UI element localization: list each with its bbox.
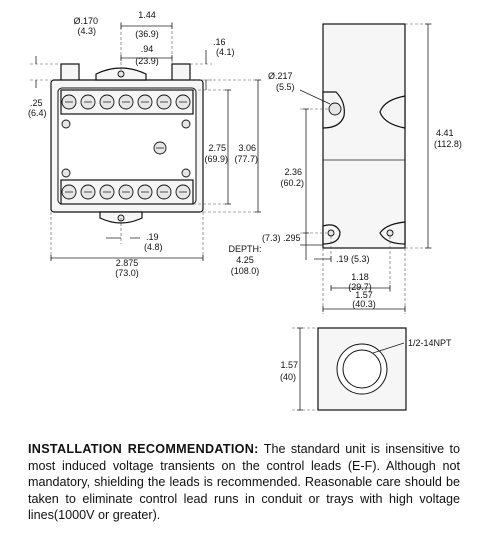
conduit-thread-label: 1/2-14NPT (408, 338, 452, 348)
panel-screw-icon (61, 168, 71, 178)
front-left-gap-dim: .25 (30, 98, 43, 108)
side-bottom-left-hole (327, 229, 335, 237)
front-inner-height-dim-mm: (69.9) (204, 154, 228, 164)
side-bottom-dim: (7.3) .295 (262, 233, 301, 243)
panel-screw-icon (181, 119, 191, 129)
side-right-boss (379, 95, 406, 129)
side-hole-dim: Ø.217 (268, 71, 293, 81)
conduit-inner-circle (342, 349, 382, 389)
end-view (292, 327, 407, 411)
depth-value: 4.25 (236, 255, 254, 265)
side-mid-height-dim: 2.36 (284, 167, 302, 177)
front-width-top-dim-mm: (36.9) (135, 29, 159, 39)
end-height-dim: 1.57 (280, 360, 298, 370)
side-hole-spacing-dim-mm: (29.7) (348, 282, 372, 292)
installation-body: The standard unit is insensitive to most… (28, 442, 460, 523)
side-width-dim: 1.57 (355, 290, 373, 300)
installation-heading: INSTALLATION RECOMMENDATION: (28, 442, 259, 456)
terminal-screws-bottom (61, 184, 191, 200)
front-hole-dim: Ø.170 (73, 16, 98, 26)
front-spacing-dim: .94 (141, 44, 154, 54)
side-mid-height-dim-mm: (60.2) (280, 178, 304, 188)
front-bottom-offset-dim-mm: (4.8) (144, 242, 163, 252)
front-hole-dim-mm: (4.3) (77, 26, 96, 36)
front-bottom-offset-dim: .19 (146, 232, 159, 242)
side-bottom-right-hole (386, 229, 394, 237)
front-overall-width-dim-mm: (73.0) (115, 268, 139, 278)
side-view (299, 23, 432, 314)
side-body-outline (322, 23, 406, 249)
depth-value-mm: (108.0) (231, 266, 260, 276)
front-inner-height-dim: 2.75 (208, 143, 226, 153)
front-top-offset-dim-mm: (4.1) (216, 47, 235, 57)
dimension-drawing: Ø.170 (4.3) 1.44 (36.9) .94 (23.9) .16 (… (28, 10, 462, 411)
installation-recommendation: INSTALLATION RECOMMENDATION: The standar… (28, 441, 460, 524)
side-edge-dim: .19 (5.3) (336, 254, 370, 264)
front-top-mount-hole (117, 70, 125, 78)
front-left-gap-dim-mm: (6.4) (28, 108, 47, 118)
front-top-offset-dim: .16 (213, 37, 226, 47)
depth-label: DEPTH: (228, 244, 261, 254)
end-height-dim-mm: (40) (280, 372, 296, 382)
side-total-height-dim-mm: (112.8) (434, 139, 462, 149)
front-spacing-dim-mm: (23.9) (135, 56, 159, 66)
side-total-height-dim: 4.41 (436, 128, 454, 138)
panel-screw-icon (181, 168, 191, 178)
terminal-screws-top (61, 94, 191, 110)
side-hole-dim-mm: (5.5) (276, 82, 295, 92)
front-outer-height-dim-mm: (77.7) (234, 154, 258, 164)
front-outer-height-dim: 3.06 (238, 143, 256, 153)
side-top-hole (328, 102, 342, 116)
side-width-dim-mm: (40.3) (352, 299, 376, 309)
side-hole-spacing-dim: 1.18 (351, 272, 369, 282)
front-overall-width-dim: 2.875 (116, 258, 139, 268)
panel-screw-icon (61, 119, 71, 129)
front-view (30, 22, 262, 262)
front-width-top-dim: 1.44 (138, 10, 156, 20)
